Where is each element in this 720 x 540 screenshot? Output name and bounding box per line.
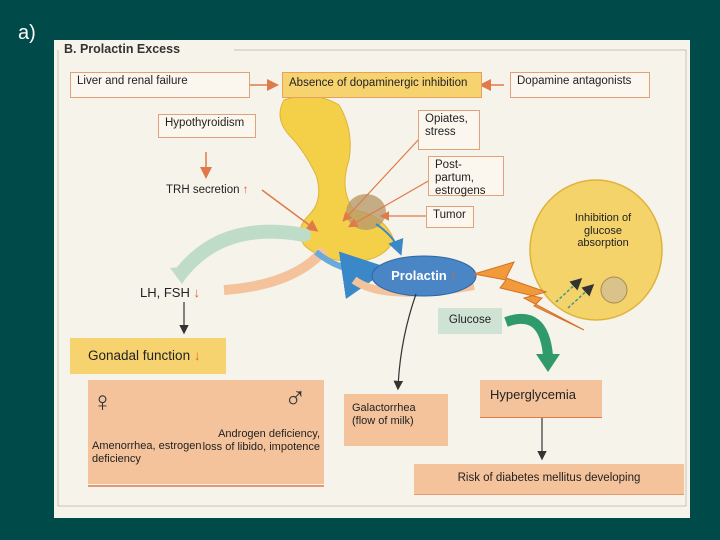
postpartum-box: Post-partum, estrogens: [428, 156, 504, 198]
frame-line: [57, 49, 687, 507]
trh-up-icon: ↑: [242, 184, 249, 196]
diabetes-risk-label: Risk of diabetes mellitus developing: [457, 472, 641, 485]
liver-renal-label: Liver and renal failure: [77, 75, 188, 87]
trh-label: TRH secretion: [166, 184, 240, 196]
galactorrhea-label: Galactorrhea (flow of milk): [352, 402, 416, 427]
female-icon: ♀: [92, 386, 113, 417]
liver-renal-box: Liver and renal failure: [70, 72, 250, 98]
lh-fsh-down-icon: ↓: [193, 285, 200, 300]
cell-nucleus: [600, 276, 628, 304]
gonadal-label: Gonadal function: [88, 348, 191, 363]
diagram-graphics: [57, 49, 687, 507]
slide-label: a): [18, 22, 36, 44]
lightning-bolt: [473, 261, 585, 331]
male-effects-label: Androgen deficiency, loss of libido, imp…: [202, 428, 320, 453]
absence-dopa-box: Absence of dopaminergic inhibition: [282, 72, 482, 98]
prolactin-label: Prolactin: [391, 267, 447, 283]
inhibition-label: Inhibition of glucose absorption: [574, 212, 632, 250]
opiates-box: Opiates, stress: [418, 110, 480, 150]
hyperglycemia-box: Hyperglycemia: [480, 380, 602, 418]
hypothyroidism-box: Hypothyroidism: [158, 114, 256, 138]
female-effects-label: Amenorrhea, estrogen deficiency: [92, 440, 202, 465]
salmon-arrow: [223, 246, 328, 295]
diabetes-risk-box: Risk of diabetes mellitus developing: [414, 464, 684, 494]
gonadotropin-arrow: [175, 224, 311, 279]
trh-label-wrap: TRH secretion ↑: [166, 184, 266, 197]
male-icon: ♂: [284, 382, 307, 415]
diagram-title: B. Prolactin Excess: [60, 42, 185, 56]
galactorrhea-box: Galactorrhea (flow of milk): [344, 394, 448, 446]
prolactin-ellipse: [371, 255, 477, 297]
gonadal-down-icon: ↓: [193, 348, 201, 363]
prolactin-up-icon: ↑: [450, 267, 457, 283]
absence-dopa-label: Absence of dopaminergic inhibition: [289, 77, 468, 89]
tumor-box: Tumor: [426, 206, 474, 228]
hyperglycemia-arrow: [504, 313, 553, 357]
opiates-label: Opiates, stress: [425, 113, 468, 139]
dopa-antagonists-box: Dopamine antagonists: [510, 72, 650, 98]
inhibition-label-wrap: Inhibition of glucose absorption: [566, 212, 640, 250]
gonadal-function-box: Gonadal function ↓: [70, 338, 226, 374]
dopa-antagonists-label: Dopamine antagonists: [517, 75, 632, 87]
sex-effects-box: ♀ ♂ Amenorrhea, estrogen deficiency Andr…: [88, 380, 324, 484]
glucose-label: Glucose: [448, 314, 492, 327]
lh-fsh-wrap: LH, FSH ↓: [140, 285, 250, 301]
hypothyroidism-label: Hypothyroidism: [165, 117, 245, 129]
prolactin-label-wrap: Prolactin ↑: [372, 262, 476, 290]
glucose-box: Glucose: [438, 308, 502, 334]
hyperglycemia-label: Hyperglycemia: [490, 387, 576, 402]
tumor-label: Tumor: [433, 209, 466, 221]
lh-fsh-label: LH, FSH: [140, 285, 190, 300]
diagram-panel: B. Prolactin Excess Liver and renal fail…: [54, 40, 690, 518]
cell: [529, 179, 663, 321]
postpartum-label: Post-partum, estrogens: [435, 159, 486, 198]
